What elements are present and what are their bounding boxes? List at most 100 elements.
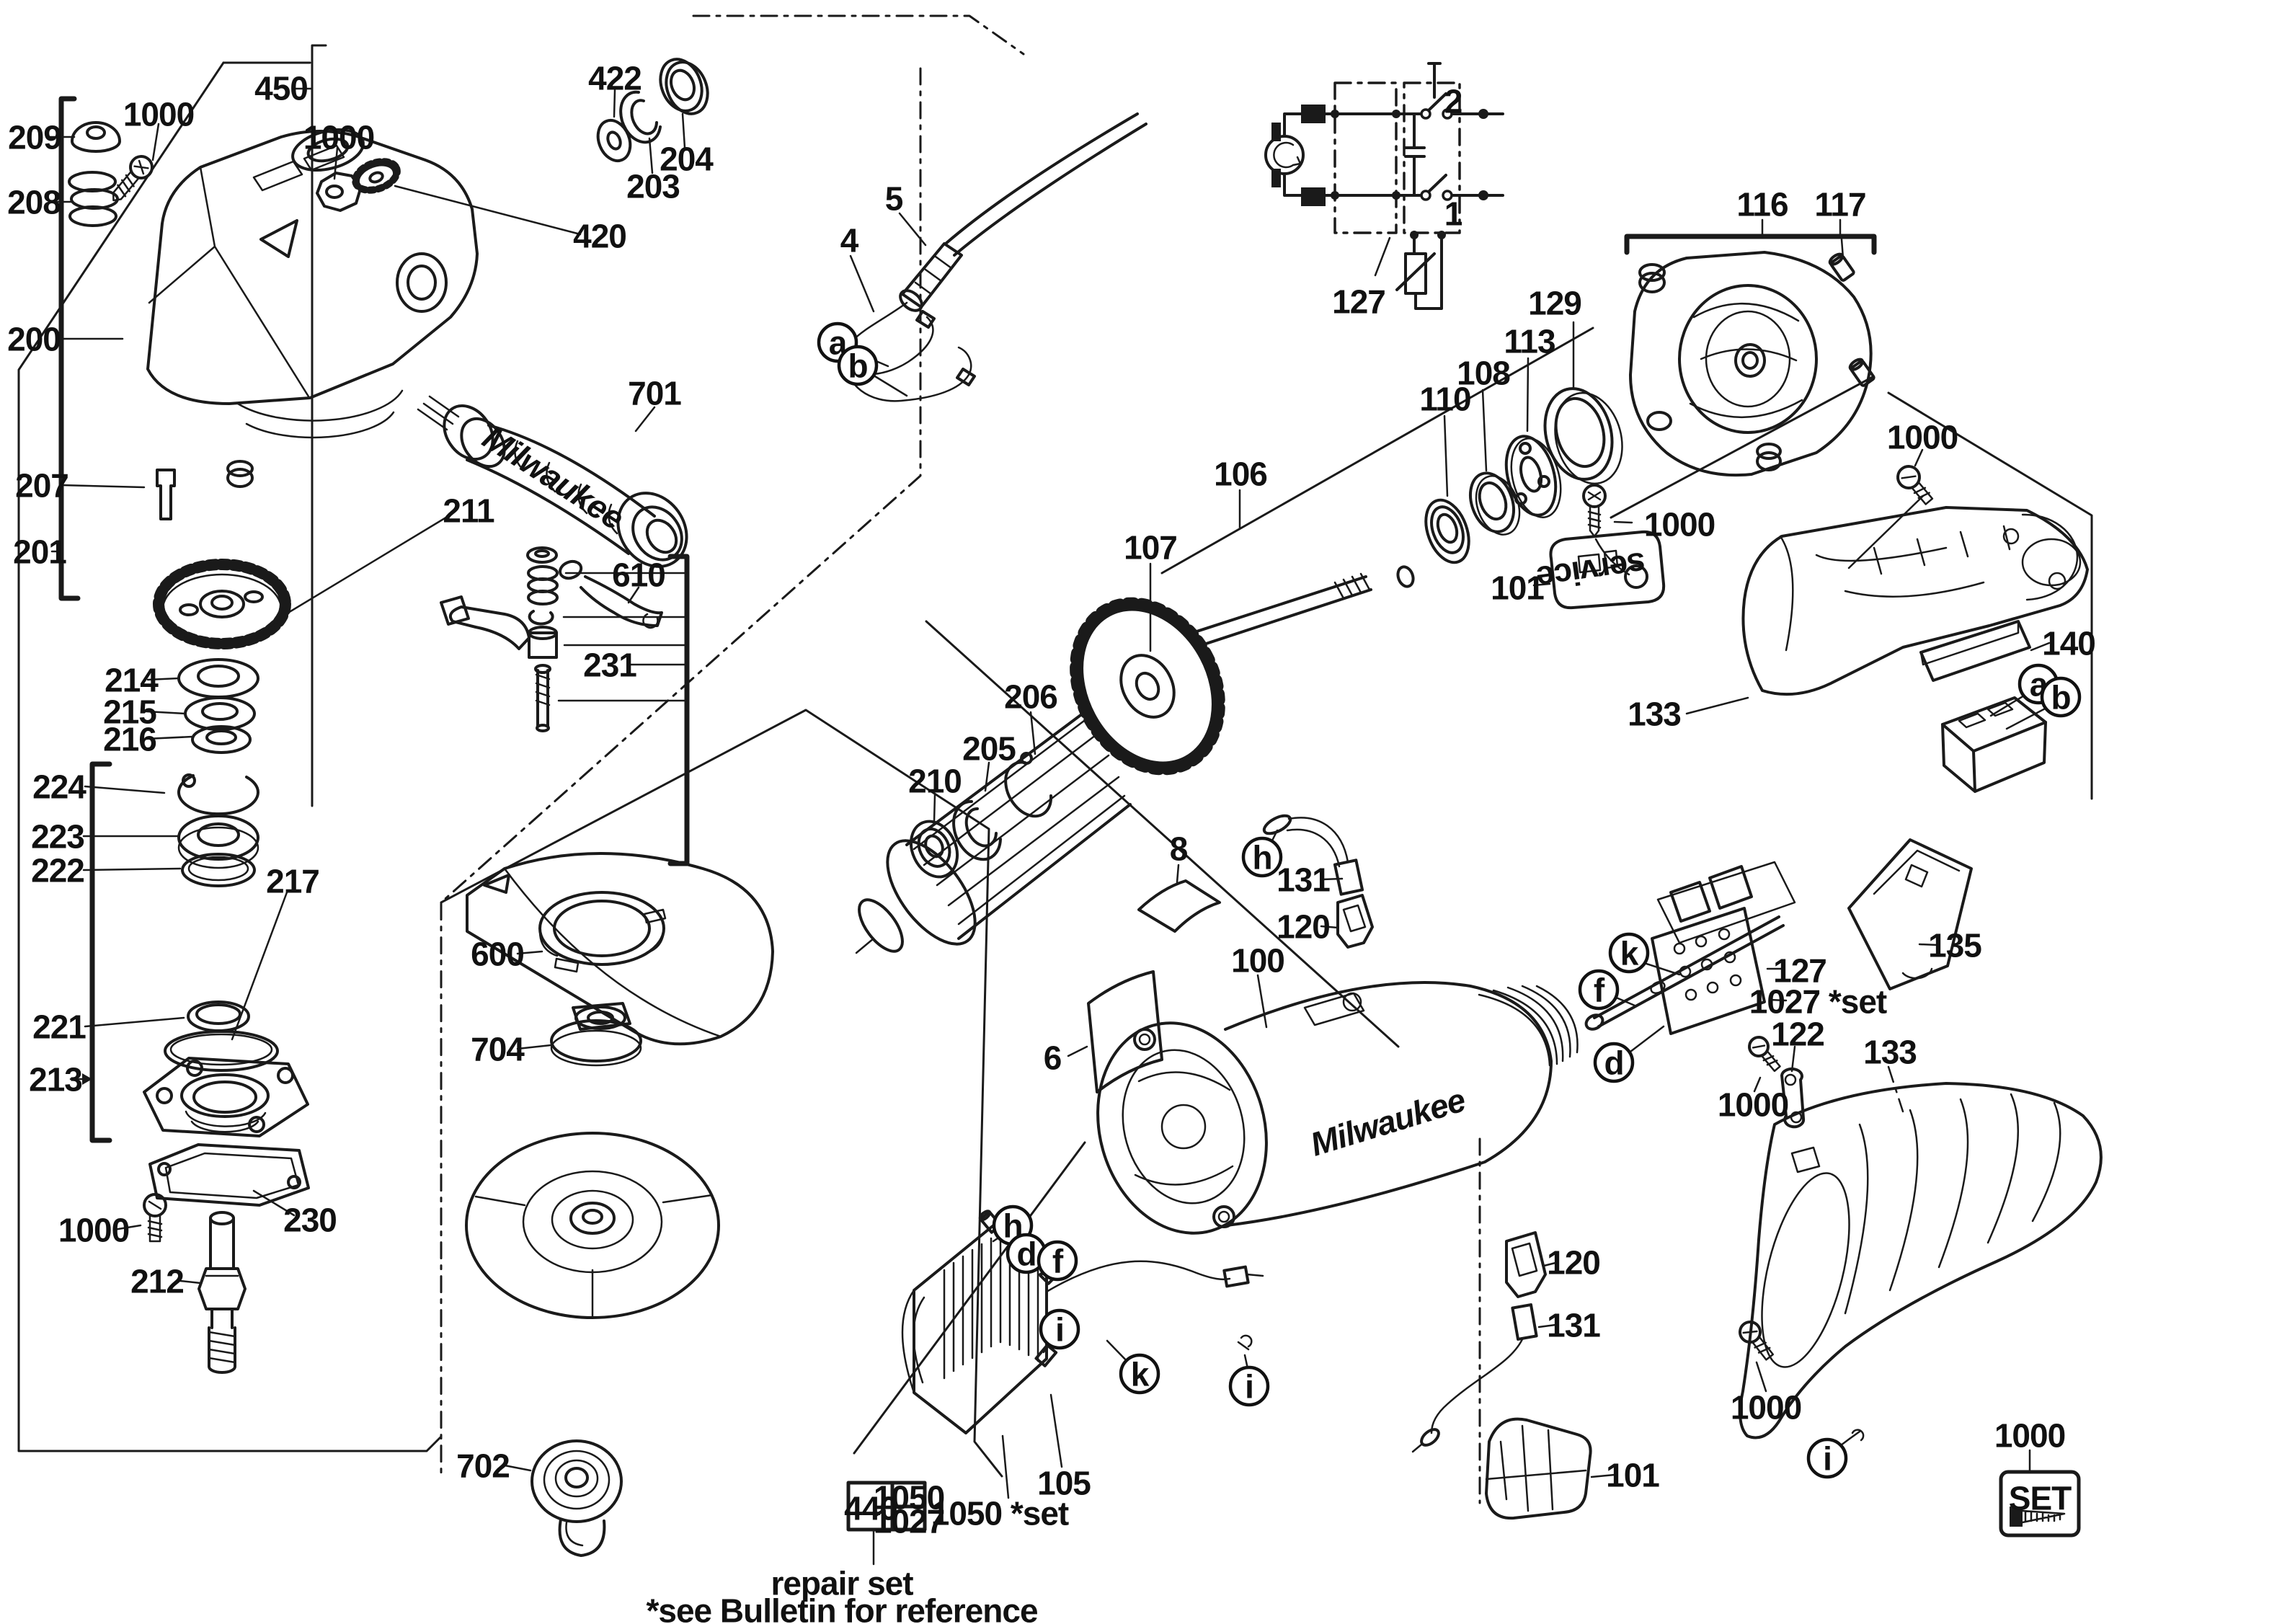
- callout-122-68: 122: [1771, 1016, 1825, 1053]
- callout-208-8: 208: [7, 184, 61, 221]
- callout-text: 1027 *set: [1749, 983, 1887, 1021]
- callout-text: 135: [1928, 927, 1981, 964]
- callout-text: 6: [1044, 1039, 1062, 1077]
- callout-223-20: 223: [31, 818, 85, 856]
- callout-text: 223: [31, 818, 84, 856]
- callout-108-42: 108: [1457, 355, 1511, 392]
- callout-text: 214: [105, 662, 159, 699]
- callout-text: 108: [1457, 355, 1510, 392]
- callout-text: 231: [583, 647, 636, 684]
- callout-207-10: 207: [15, 467, 69, 505]
- callout-text: 129: [1528, 285, 1581, 322]
- callout-text: 211: [443, 492, 494, 530]
- callout-131-80: 131: [1547, 1307, 1601, 1344]
- callout-text: 230: [283, 1202, 337, 1239]
- callout-600-25: 600: [471, 936, 525, 973]
- gear-case-cluster: [68, 121, 479, 520]
- callout-422-4: 422: [588, 60, 642, 97]
- handle-half-upper-cluster: [1741, 465, 2089, 990]
- callout-text: 200: [7, 321, 61, 358]
- callout-110-43: 110: [1419, 381, 1471, 418]
- callout-text: b: [2051, 679, 2070, 716]
- callout-text: 1050: [874, 1479, 944, 1517]
- service-tag-cluster: [1549, 484, 1666, 610]
- callout-circle: [1608, 932, 1650, 974]
- callout-215-17: 215: [103, 693, 157, 731]
- callout-text: 127: [1332, 283, 1385, 321]
- callout-text: 204: [660, 141, 714, 178]
- callout-text: 702: [456, 1447, 510, 1485]
- callout-i-82: i: [1806, 1437, 1848, 1479]
- callout-b-52: b: [2040, 676, 2082, 718]
- callout-k-63: k: [1608, 932, 1650, 974]
- callout-221-22: 221: [32, 1008, 86, 1046]
- callout-131-59: 131: [1277, 861, 1331, 899]
- callout-211-12: 211: [443, 492, 495, 530]
- callout-127-35: 127: [1332, 283, 1386, 321]
- callout-d-72: d: [1006, 1233, 1047, 1274]
- callout-text: 1050 *set: [931, 1495, 1069, 1532]
- callout-text: Milwaukee: [476, 418, 631, 536]
- spindle-lock-cluster: [440, 546, 663, 732]
- callout-text: 110: [1419, 381, 1470, 418]
- callout-133-70: 133: [1863, 1034, 1917, 1071]
- callout-1-37: 1: [1444, 195, 1463, 233]
- callout-212-29: 212: [130, 1263, 185, 1300]
- cord-set: [845, 112, 1148, 402]
- callout-120-60: 120: [1277, 908, 1331, 946]
- callout-text: 101: [1491, 569, 1544, 607]
- callout-704-26: 704: [471, 1031, 525, 1068]
- callout-circle: [837, 345, 879, 386]
- callout-text: k: [1131, 1356, 1150, 1393]
- callout-d-67: d: [1593, 1042, 1635, 1083]
- callout-text: 8: [1170, 830, 1188, 868]
- callout-text: 210: [908, 763, 962, 800]
- callout-222-21: 222: [31, 852, 85, 889]
- callout-140-50: 140: [2042, 625, 2096, 662]
- callout-135-53: 135: [1928, 927, 1982, 964]
- callout-text: 120: [1547, 1244, 1600, 1282]
- callout-text: 105: [1037, 1465, 1091, 1502]
- callout-2-36: 2: [1444, 83, 1463, 120]
- callout-text: *see Bulletin for reference: [646, 1592, 1038, 1624]
- callout-text: 1000: [1994, 1417, 2065, 1455]
- switch-bracket-cluster: [1584, 861, 2103, 1439]
- callout-105-77: 105: [1037, 1465, 1091, 1502]
- callout-text: 212: [130, 1263, 184, 1300]
- callout-text: i: [1245, 1368, 1253, 1406]
- callout-201-11: 201: [13, 533, 67, 571]
- callout-text: 127: [1773, 952, 1826, 990]
- callout-text: 420: [573, 218, 626, 255]
- callout-circle: [1119, 1353, 1160, 1395]
- callout-h-58: h: [1241, 836, 1283, 878]
- callout-text: 113: [1504, 323, 1555, 360]
- callout-i-74: i: [1039, 1308, 1080, 1350]
- callout-text: 216: [103, 721, 156, 758]
- callout-1000-3: 1000: [303, 119, 375, 156]
- callout-5-32: 5: [885, 180, 904, 218]
- callout-text: 221: [32, 1008, 86, 1046]
- callout-text: 140: [2042, 625, 2095, 662]
- callout-text: repair set: [771, 1565, 913, 1602]
- callout-text: 117: [1814, 186, 1865, 223]
- callout-text: SET: [2009, 1480, 2072, 1517]
- callout-text: i: [1055, 1311, 1064, 1349]
- side-handle: [417, 395, 688, 568]
- callout-116-38: 116: [1736, 186, 1788, 223]
- callout-1000-48: 1000: [1887, 419, 1958, 456]
- callout-circle: [1039, 1308, 1080, 1350]
- callout-text: 1000: [1718, 1086, 1788, 1124]
- callout-4-31: 4: [840, 222, 860, 259]
- motor-housing-cluster: [1087, 814, 1579, 1235]
- callout-1000-46: 1000: [1644, 506, 1715, 543]
- callout-text: 224: [32, 768, 86, 806]
- callout-1000-69: 1000: [1718, 1086, 1789, 1124]
- callout-214-16: 214: [105, 662, 159, 699]
- callout-text: 217: [266, 863, 319, 900]
- callout-450-2: 450: [254, 70, 308, 107]
- callout-i-76: i: [1228, 1365, 1270, 1407]
- callout-text: 1000: [1731, 1389, 1801, 1426]
- callout-224-19: 224: [32, 768, 87, 806]
- callout-text: 1000: [123, 96, 194, 133]
